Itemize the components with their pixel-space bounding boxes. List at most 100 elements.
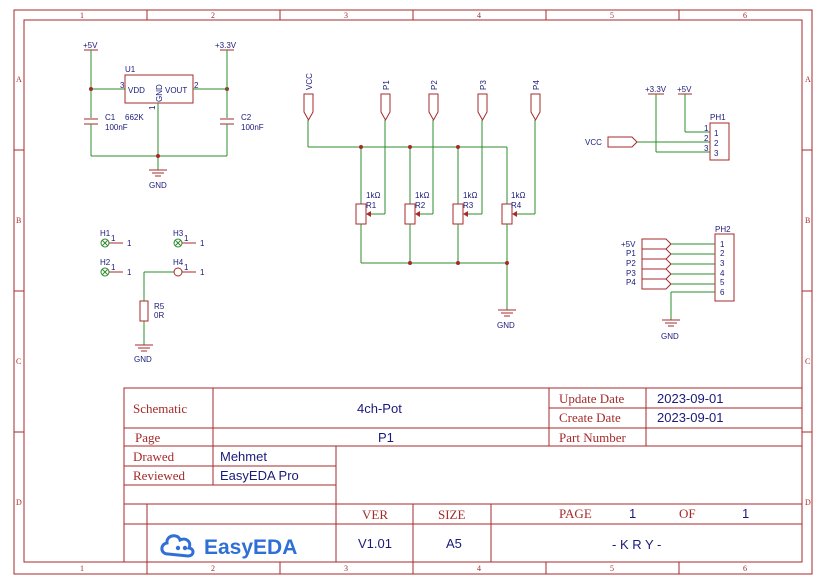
ph2-net-p3: P3 xyxy=(626,269,636,278)
ph2-pin-4: 4 xyxy=(720,269,725,278)
r3-ref: R3 xyxy=(463,201,474,210)
tb-drawed-key: Drawed xyxy=(133,449,175,464)
r5-value: 0R xyxy=(154,311,164,320)
title-block: Schematic 4ch-Pot Update Date 2023-09-01… xyxy=(123,387,803,563)
row-label-c-right: C xyxy=(805,357,810,366)
h1-ref: H1 xyxy=(100,229,111,238)
r4-ref: R4 xyxy=(511,201,522,210)
ph1-pin-3: 3 xyxy=(714,149,719,158)
ph1-5v-label: +5V xyxy=(677,85,692,94)
ph1-vcc-port xyxy=(607,136,638,148)
tb-update-value: 2023-09-01 xyxy=(657,391,724,406)
regulator-vdd-pin: VDD xyxy=(128,86,145,95)
port-p2-label: P2 xyxy=(430,80,439,90)
regulator-pin-2: 2 xyxy=(194,81,199,90)
tb-page-num-value: 1 xyxy=(629,506,636,521)
col-label-3-bottom: 3 xyxy=(344,564,348,573)
holes-gnd-label: GND xyxy=(134,355,152,364)
tb-ver-key: VER xyxy=(362,507,388,522)
col-label-5: 5 xyxy=(610,11,614,20)
row-label-a: A xyxy=(16,75,22,84)
tb-company: - K R Y - xyxy=(612,537,661,552)
col-label-4: 4 xyxy=(477,11,481,20)
regulator-pin-1: 1 xyxy=(148,105,157,110)
c1-value: 100nF xyxy=(105,123,128,132)
col-label-2: 2 xyxy=(211,11,215,20)
r3-value: 1kΩ xyxy=(463,191,477,200)
tb-reviewed-value: EasyEDA Pro xyxy=(220,468,299,483)
row-label-c: C xyxy=(16,357,21,366)
tb-page-key: Page xyxy=(135,430,161,445)
ph1-ref: PH1 xyxy=(710,113,726,122)
col-label-1-bottom: 1 xyxy=(80,564,84,573)
c2-value: 100nF xyxy=(241,123,264,132)
r1-value: 1kΩ xyxy=(366,191,380,200)
vcc-port xyxy=(303,93,314,122)
row-label-a-right: A xyxy=(805,75,811,84)
regulator-ref: U1 xyxy=(125,65,136,74)
col-label-1: 1 xyxy=(80,11,84,20)
ph2-net-p1: P1 xyxy=(626,249,636,258)
tb-of-key: OF xyxy=(679,506,696,521)
ph2-net-5v: +5V xyxy=(621,240,636,249)
ph2-pin-1: 1 xyxy=(720,240,725,249)
r4-value: 1kΩ xyxy=(511,191,525,200)
tb-page-num-key: PAGE xyxy=(559,506,592,521)
h1-net: 1 xyxy=(127,239,132,248)
h4-net: 1 xyxy=(200,268,205,277)
ph2-header: PH2 +5V P1 P2 P3 P4 GND 1 2 3 4 5 6 xyxy=(621,225,735,341)
easyeda-logo-text: EasyEDA xyxy=(204,536,297,559)
ph2-pin-6: 6 xyxy=(720,288,725,297)
tb-size-key: SIZE xyxy=(438,507,466,522)
ph2-gnd-label: GND xyxy=(661,332,679,341)
row-label-d: D xyxy=(16,498,22,507)
ph1-pin-2-num: 2 xyxy=(704,134,709,143)
ph2-net-p4: P4 xyxy=(626,278,636,287)
col-label-2-bottom: 2 xyxy=(211,564,215,573)
h3-ref: H3 xyxy=(173,229,184,238)
h3-pin: 1 xyxy=(184,234,189,243)
tb-page-value: P1 xyxy=(378,430,394,445)
tb-page-total-value: 1 xyxy=(742,506,749,521)
regulator-block: +5V U1 VDD VOUT GND 3 2 1 +3.3V C1 100nF… xyxy=(83,41,264,190)
vin-label: +5V xyxy=(83,41,98,50)
h2-pin: 1 xyxy=(111,263,116,272)
c1-ref: C1 xyxy=(105,113,116,122)
vout-label: +3.3V xyxy=(215,41,237,50)
pot-block: VCC P1 P2 P3 P4 1kΩ R1 1kΩ R2 xyxy=(303,73,541,330)
h3-net: 1 xyxy=(200,239,205,248)
ph1-header: +3.3V +5V VCC PH1 1 2 3 1 2 3 xyxy=(585,85,730,161)
tb-reviewed-key: Reviewed xyxy=(133,468,185,483)
mounting-holes: H1 1 1 H3 1 1 H2 1 1 H4 1 1 R5 0R GND xyxy=(100,229,205,364)
ph2-ref: PH2 xyxy=(715,225,731,234)
r2-ref: R2 xyxy=(415,201,426,210)
ph2-pin-3: 3 xyxy=(720,259,725,268)
ph1-pin-3-num: 3 xyxy=(704,144,709,153)
ph1-pin-1: 1 xyxy=(714,129,719,138)
port-p1-label: P1 xyxy=(382,80,391,90)
easyeda-logo: EasyEDA xyxy=(160,534,297,559)
ph1-vcc-label: VCC xyxy=(585,138,602,147)
h2-net: 1 xyxy=(127,268,132,277)
pot-gnd-label: GND xyxy=(497,321,515,330)
col-label-6: 6 xyxy=(743,11,747,20)
ph2-pin-5: 5 xyxy=(720,278,725,287)
tb-size-value: A5 xyxy=(446,536,462,551)
ph1-3v3-label: +3.3V xyxy=(645,85,667,94)
tb-schematic-key: Schematic xyxy=(133,401,187,416)
ph2-net-p2: P2 xyxy=(626,259,636,268)
row-label-b: B xyxy=(16,216,21,225)
port-p3-label: P3 xyxy=(479,80,488,90)
tb-create-value: 2023-09-01 xyxy=(657,410,724,425)
h1-pin: 1 xyxy=(111,234,116,243)
regulator-resistor-label: 662K xyxy=(125,113,144,122)
col-label-4-bottom: 4 xyxy=(477,564,481,573)
tb-update-key: Update Date xyxy=(559,391,625,406)
regulator-gnd-label: GND xyxy=(149,181,167,190)
r2-value: 1kΩ xyxy=(415,191,429,200)
col-label-5-bottom: 5 xyxy=(610,564,614,573)
tb-drawed-value: Mehmet xyxy=(220,449,267,464)
row-label-b-right: B xyxy=(805,216,810,225)
r5-ref: R5 xyxy=(154,302,165,311)
h4-pin: 1 xyxy=(184,263,189,272)
